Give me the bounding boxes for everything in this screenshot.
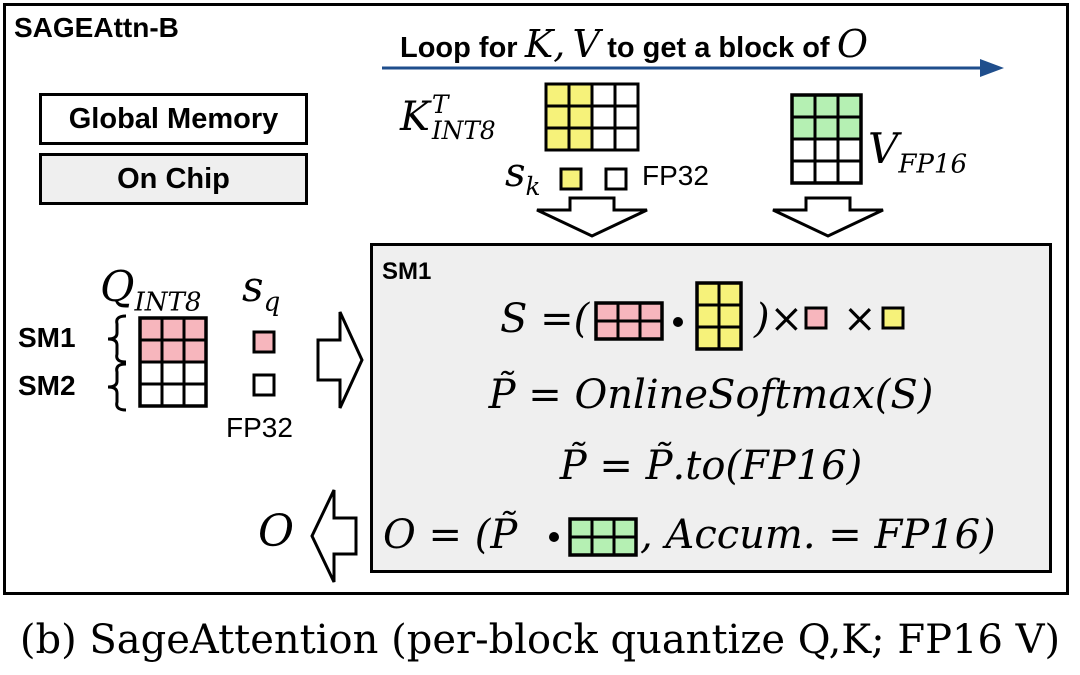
k-grid-cell	[613, 82, 640, 108]
formula-k-grid-cell	[717, 325, 743, 351]
formula-k-grid-cell	[717, 281, 743, 307]
v-grid-border	[790, 93, 863, 185]
v-grid-cell	[790, 93, 817, 119]
k-grid-cell	[544, 126, 571, 152]
v-grid-cell	[790, 115, 817, 141]
q-grid-cell	[138, 382, 164, 408]
v-grid-cell	[836, 115, 863, 141]
k-grid-cell	[544, 104, 571, 130]
v-fp16-label: VFP16	[868, 124, 968, 180]
formula-dot-2	[549, 532, 559, 542]
sm1-brace	[107, 314, 127, 364]
formula-q-grid-cell	[638, 301, 664, 323]
figure-caption: (b) SageAttention (per-block quantize Q,…	[19, 617, 1061, 663]
v-grid-cell	[790, 137, 817, 163]
v-grid-cell	[813, 115, 840, 141]
loop-arrow	[382, 59, 1004, 77]
fp32-top-square	[604, 167, 628, 191]
sq-square	[252, 330, 276, 354]
loop-label: Loop for K, V to get a block of O	[400, 22, 868, 66]
q-grid-cell	[182, 382, 208, 408]
sm2-brace	[107, 362, 127, 412]
sm1-label: SM1	[18, 322, 76, 353]
v-grid-cell	[836, 159, 863, 185]
formula-s-mid: )×	[754, 296, 804, 342]
v-grid-cell	[836, 93, 863, 119]
sk-square	[559, 167, 583, 191]
sm1-box-label: SM1	[382, 258, 432, 285]
k-grid-cell	[544, 82, 571, 108]
output-o-label: O	[258, 506, 295, 557]
formula-v-grid-border	[568, 517, 638, 557]
formula-online-softmax: P̃ = OnlineSoftmax(S)	[488, 372, 934, 418]
v-grid-cell	[813, 159, 840, 185]
v-grid-cell	[790, 159, 817, 185]
formula-k-grid-cell	[695, 281, 721, 307]
left-arrow-out	[310, 489, 358, 583]
q-grid-border	[138, 316, 208, 408]
legend-global-memory: Global Memory	[39, 93, 308, 145]
k-grid-cell	[590, 126, 617, 152]
diagram-title: SAGEAttn-B	[14, 12, 179, 43]
q-grid-cell	[138, 360, 164, 386]
sm2-label: SM2	[18, 370, 76, 401]
q-grid-cell	[138, 316, 164, 342]
k-grid-cell	[567, 126, 594, 152]
formula-o-lhs: O = (P̃	[383, 512, 518, 558]
legend-on-chip: On Chip	[39, 153, 308, 205]
formula-v-grid-cell	[612, 517, 638, 539]
formula-k-grid-border	[695, 281, 743, 351]
formula-k-grid-cell	[695, 325, 721, 351]
k-grid-cell	[613, 126, 640, 152]
q-grid-cell	[182, 360, 208, 386]
v-grid-cell	[813, 137, 840, 163]
down-arrow-v	[772, 196, 884, 238]
right-arrow-into-sm1	[316, 311, 364, 409]
formula-q-grid-cell	[616, 301, 642, 323]
formula-v-grid-cell	[612, 535, 638, 557]
formula-s-times: ×	[843, 296, 877, 342]
k-grid-cell	[567, 82, 594, 108]
formula-v-grid-cell	[590, 517, 616, 539]
sq-label: sq	[242, 262, 281, 318]
formula-s-lhs: S =(	[500, 296, 590, 342]
formula-q-grid-cell	[638, 319, 664, 341]
q-int8-label: QINT8	[100, 262, 202, 318]
formula-sk-square	[881, 306, 905, 330]
q-grid-cell	[160, 316, 186, 342]
q-grid-cell	[160, 338, 186, 364]
q-grid-cell	[182, 338, 208, 364]
q-grid-cell	[160, 360, 186, 386]
formula-dot-1	[673, 317, 683, 327]
formula-q-grid-cell	[594, 319, 620, 341]
formula-q-grid-border	[594, 301, 664, 341]
formula-sq-square	[804, 306, 828, 330]
q-grid-cell	[160, 382, 186, 408]
v-grid-cell	[813, 93, 840, 119]
v-grid-cell	[836, 137, 863, 163]
formula-k-grid-cell	[695, 303, 721, 329]
formula-k-grid-cell	[717, 303, 743, 329]
formula-v-grid-cell	[568, 535, 594, 557]
formula-q-grid-cell	[594, 301, 620, 323]
fp32-top-label: FP32	[642, 160, 709, 191]
fp32-left-square	[252, 373, 276, 397]
diagram-frame	[3, 3, 1069, 595]
k-grid-cell	[567, 104, 594, 130]
down-arrow-k	[536, 196, 648, 238]
formula-v-grid-cell	[590, 535, 616, 557]
formula-v-grid-cell	[568, 517, 594, 539]
formula-o-rhs: , Accum. = FP16)	[640, 512, 996, 558]
fp32-left-label: FP32	[226, 412, 293, 443]
k-grid-cell	[590, 104, 617, 130]
k-grid-cell	[590, 82, 617, 108]
sk-label: sk	[505, 150, 541, 201]
formula-q-grid-cell	[616, 319, 642, 341]
formula-to-fp16: P̃ = P̃.to(FP16)	[559, 443, 863, 489]
q-grid-cell	[138, 338, 164, 364]
k-grid-cell	[613, 104, 640, 130]
q-grid-cell	[182, 316, 208, 342]
